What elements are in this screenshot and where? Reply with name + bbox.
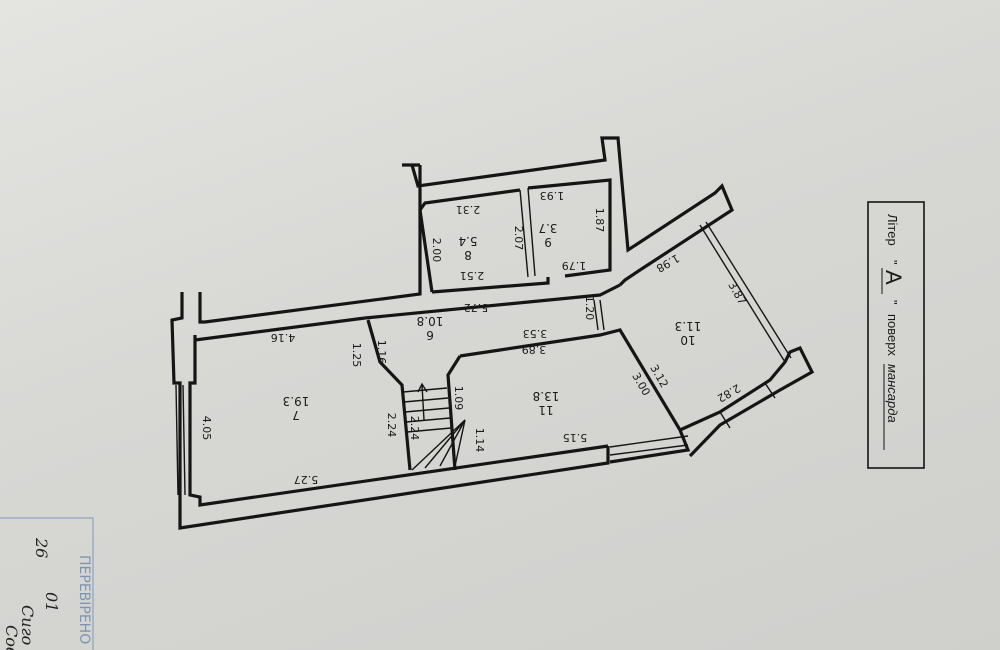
dim: 1.98 (654, 251, 682, 275)
verification-stamp: ПЕРЕВІРЕНО 26 01 Сиго Сові (0, 517, 94, 650)
dim: 3.89 (522, 343, 547, 356)
dim: 5.72 (464, 301, 489, 314)
svg-text:": " (885, 300, 900, 305)
dim: 1.14 (473, 428, 486, 453)
dim: 1.20 (583, 296, 596, 321)
floor-value: мансарда (885, 364, 900, 423)
dim: 1.16 (375, 340, 388, 365)
dim: 1.93 (540, 189, 565, 202)
svg-text:9: 9 (544, 235, 552, 249)
dim: 2.07 (512, 226, 525, 251)
title-block: Літер " A " поверх мансарда (867, 201, 925, 469)
room-8: 85.4 (458, 234, 477, 262)
svg-text:": " (885, 260, 900, 265)
dim: 5.27 (294, 473, 319, 486)
liter-label: Літер (885, 214, 900, 246)
dim: 3.12 (647, 362, 671, 390)
dim: 2.51 (460, 269, 485, 282)
svg-text:11.3: 11.3 (675, 319, 702, 333)
svg-text:13.8: 13.8 (533, 389, 560, 403)
dim: 4.16 (271, 331, 296, 344)
dim: 2.24 (408, 416, 421, 441)
staircase (402, 382, 466, 471)
dimension-labels: 2.31 1.93 2.00 2.07 1.87 2.51 1.79 5.72 … (200, 189, 749, 486)
dim: 1.09 (452, 386, 465, 411)
dim: 1.87 (593, 208, 606, 233)
dim: 2.31 (456, 203, 481, 216)
svg-text:ПЕРЕВІРЕНО: ПЕРЕВІРЕНО (76, 555, 92, 644)
svg-text:10.8: 10.8 (417, 314, 444, 328)
liter-value: A (881, 270, 906, 285)
dim: 1.79 (562, 259, 587, 272)
svg-text:8: 8 (464, 248, 472, 262)
svg-text:Сові: Сові (2, 625, 21, 650)
dim: 2.24 (385, 413, 398, 438)
svg-text:5.4: 5.4 (458, 234, 477, 248)
svg-text:6: 6 (426, 328, 434, 342)
floor-label: поверх (885, 314, 900, 356)
room-6: 610.8 (417, 314, 444, 342)
svg-text:26: 26 (32, 537, 51, 558)
dim: 2.00 (430, 238, 443, 263)
svg-text:19.3: 19.3 (283, 394, 310, 408)
svg-text:Сиго: Сиго (18, 605, 37, 645)
svg-text:01: 01 (42, 592, 61, 612)
svg-text:7: 7 (292, 408, 300, 422)
dim: 3.53 (523, 327, 548, 340)
room-9: 93.7 (538, 221, 557, 249)
dim: 5.15 (563, 431, 588, 444)
walls (170, 136, 815, 530)
dim: 4.05 (200, 416, 213, 441)
svg-text:11: 11 (538, 403, 553, 417)
dim: 1.25 (350, 343, 363, 368)
room-7: 719.3 (283, 394, 310, 422)
svg-text:3.7: 3.7 (538, 221, 557, 235)
dim: 3.00 (629, 370, 653, 398)
svg-text:10: 10 (680, 333, 695, 347)
